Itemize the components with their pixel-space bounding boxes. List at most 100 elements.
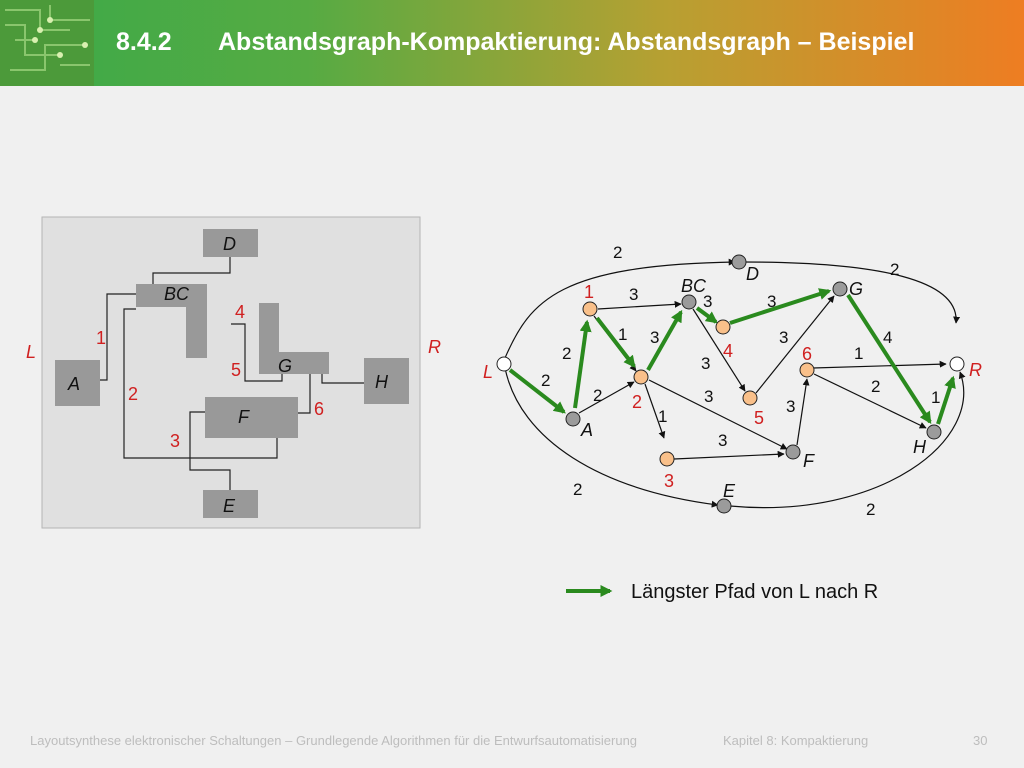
footer-page-number: 30 <box>973 733 988 748</box>
weight-6-h: 2 <box>871 377 880 396</box>
block-bc-label: BC <box>164 284 190 304</box>
weight-a-2: 2 <box>593 386 602 405</box>
block-g-stub <box>259 303 279 353</box>
panel-number-1: 1 <box>96 328 106 348</box>
panel-number-6: 6 <box>314 399 324 419</box>
section-number: 8.4.2 <box>116 28 172 56</box>
node-2 <box>633 369 649 385</box>
block-g-label: G <box>278 356 292 376</box>
graph-label-bc: BC <box>681 276 707 296</box>
block-h <box>364 358 409 404</box>
panel-number-5: 5 <box>231 360 241 380</box>
path-edge-h-r <box>936 375 956 425</box>
node-g <box>832 281 848 297</box>
edge-bc-5 <box>692 308 746 392</box>
path-edge-bc-4 <box>695 306 718 324</box>
page-title: Abstandsgraph-Kompaktierung: Abstandsgra… <box>218 28 915 56</box>
legend-text: Längster Pfad von L nach R <box>631 581 878 603</box>
node-a <box>565 411 581 427</box>
weight-g-h: 4 <box>883 328 892 347</box>
edge-1-bc <box>597 300 682 310</box>
weight-4-g: 3 <box>767 292 776 311</box>
block-e-label: E <box>223 496 236 516</box>
edge-f-6 <box>796 378 810 446</box>
node-r <box>949 356 965 372</box>
weight-1-bc: 3 <box>629 285 638 304</box>
weight-a-1: 2 <box>562 344 571 363</box>
graph-red-4: 4 <box>723 341 733 361</box>
block-a-label: A <box>67 374 80 394</box>
weight-top-right: 2 <box>890 260 899 279</box>
block-bc <box>136 284 207 307</box>
graph-label-l: L <box>483 362 493 382</box>
graph-red-1: 1 <box>584 282 594 302</box>
path-edge-g-h <box>846 293 932 425</box>
edge-5-g <box>755 295 835 394</box>
edge-2-3 <box>644 383 666 439</box>
weight-2-bc: 3 <box>650 328 659 347</box>
graph-label-f: F <box>803 451 815 471</box>
path-edge-a-1 <box>573 319 592 409</box>
circuit-logo-icon <box>0 0 94 86</box>
path-edge-4-g <box>729 288 832 325</box>
node-6 <box>799 362 815 378</box>
panel-label-r: R <box>428 337 441 357</box>
node-bc <box>681 294 697 310</box>
graph-red-2: 2 <box>632 392 642 412</box>
edge-d-r <box>742 261 961 324</box>
panel-number-3: 3 <box>170 431 180 451</box>
node-l <box>496 356 512 372</box>
header-bar: 8.4.2 Abstandsgraph-Kompaktierung: Absta… <box>0 0 1024 86</box>
node-e <box>716 498 732 514</box>
weight-3-f: 3 <box>718 431 727 450</box>
footer-chapter: Kapitel 8: Kompaktierung <box>723 733 869 748</box>
panel-label-l: L <box>26 342 36 362</box>
weight-2-3: 1 <box>658 407 667 426</box>
block-d <box>203 229 258 257</box>
panel-number-2: 2 <box>128 384 138 404</box>
weight-top-left: 2 <box>613 243 622 262</box>
weight-bc-4: 3 <box>703 292 712 311</box>
graph-red-5: 5 <box>754 408 764 428</box>
edge-e-r <box>729 371 966 509</box>
edge-l-e <box>504 367 719 508</box>
legend: Längster Pfad von L nach R <box>566 581 878 603</box>
weight-bot-left: 2 <box>573 480 582 499</box>
graph-label-h: H <box>913 437 927 457</box>
footer-course-title: Layoutsynthese elektronischer Schaltunge… <box>30 733 638 748</box>
edge-l-d <box>504 258 736 359</box>
panel-number-4: 4 <box>235 302 245 322</box>
edge-3-f <box>673 450 785 460</box>
graph-label-a: A <box>580 420 593 440</box>
graph-red-3: 3 <box>664 471 674 491</box>
node-d <box>731 254 747 270</box>
edge-2-f <box>648 379 788 450</box>
node-h <box>926 424 942 440</box>
path-edge-1-2 <box>595 316 636 368</box>
weight-5-g: 3 <box>779 328 788 347</box>
node-f <box>785 444 801 460</box>
block-g <box>259 352 329 374</box>
path-edge-l-a <box>508 368 566 414</box>
graph-red-6: 6 <box>802 344 812 364</box>
graph-label-e: E <box>723 481 736 501</box>
block-f <box>205 397 298 438</box>
node-1 <box>582 301 598 317</box>
block-h-label: H <box>375 372 389 392</box>
edge-a-2 <box>578 381 635 414</box>
weight-bc-5: 3 <box>701 354 710 373</box>
weight-h-r: 1 <box>931 388 940 407</box>
block-e <box>203 490 258 518</box>
block-bc-stub <box>186 307 207 358</box>
edge-6-h <box>813 373 927 429</box>
weight-bot-right: 2 <box>866 500 875 519</box>
weight-l-a: 2 <box>541 371 550 390</box>
layout-panel: D BC A G H F E L R 1 2 3 4 5 6 <box>26 216 441 529</box>
weight-1-2: 1 <box>618 325 627 344</box>
block-f-label: F <box>238 407 250 427</box>
block-d-label: D <box>223 234 236 254</box>
weight-6-r: 1 <box>854 344 863 363</box>
block-a <box>55 360 100 406</box>
node-5 <box>742 390 758 406</box>
